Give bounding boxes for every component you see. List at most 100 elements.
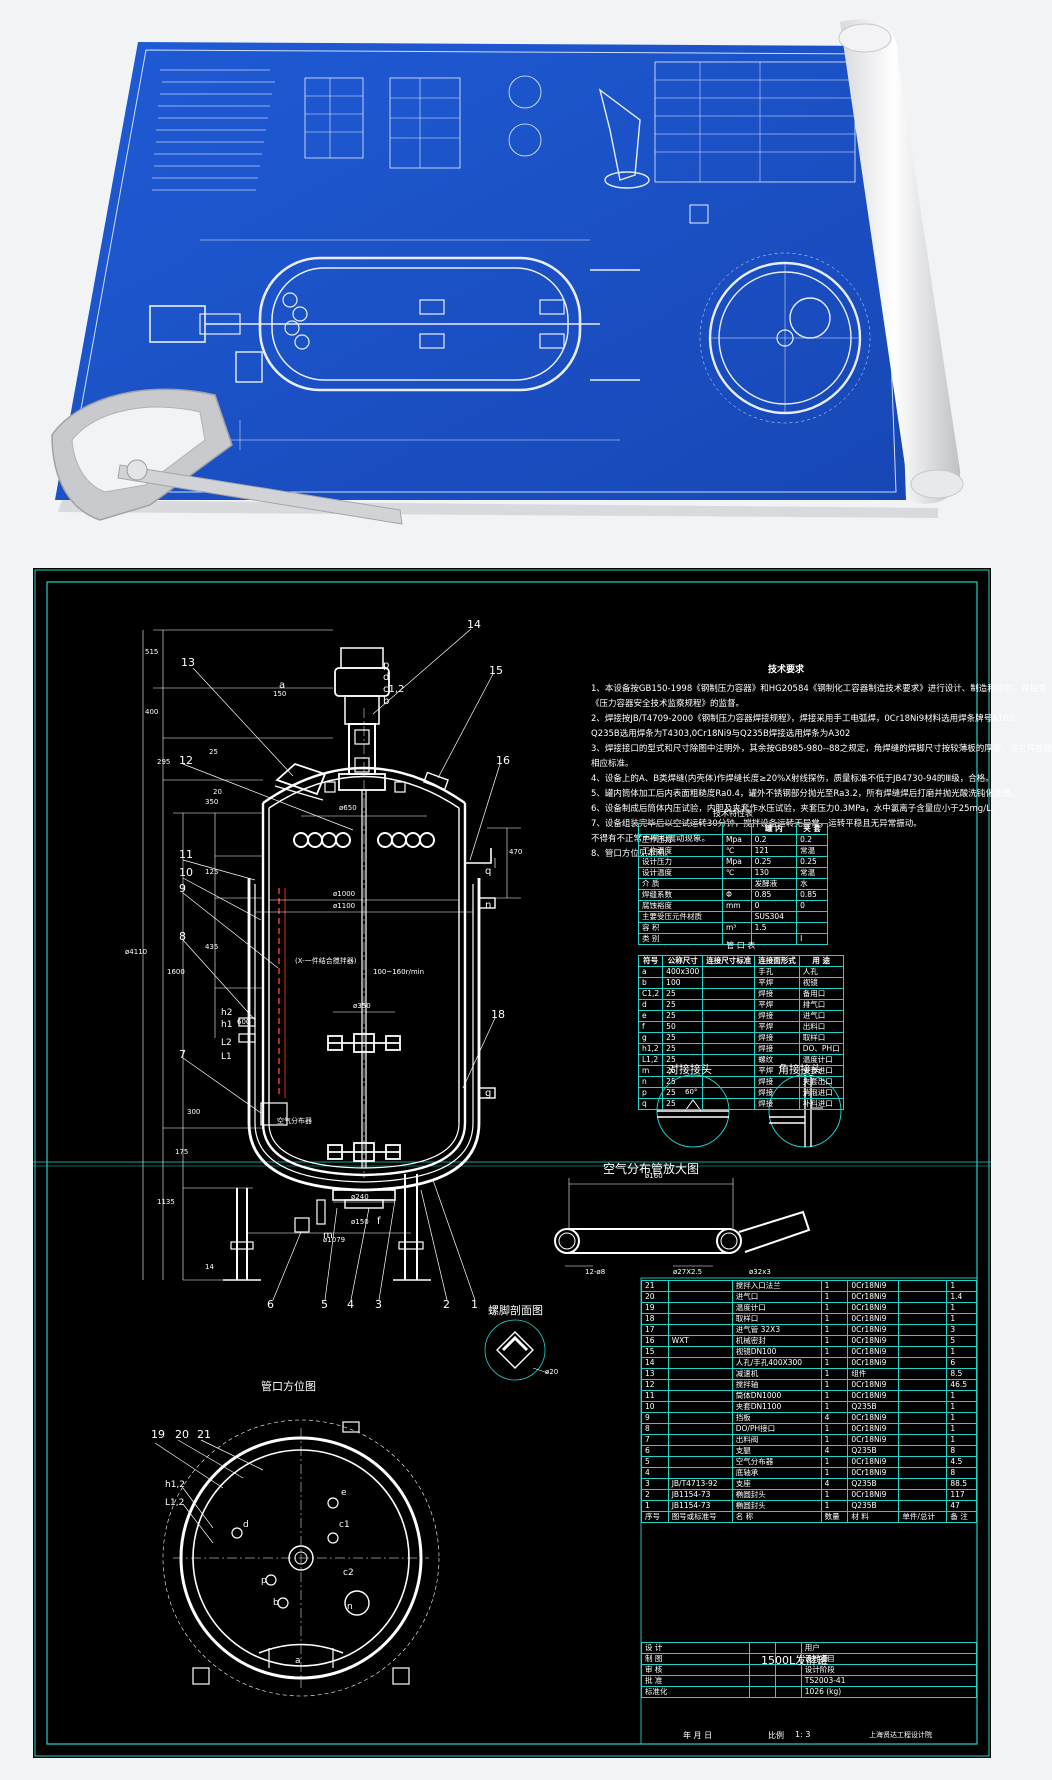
- parts-cell: JB1154-73: [667, 1489, 733, 1501]
- parts-cell: 0Cr18Ni9: [847, 1335, 900, 1347]
- nozzle-cell: [702, 1043, 756, 1055]
- parts-cell: 4.5: [946, 1456, 977, 1468]
- callout-number: 4: [347, 1298, 354, 1311]
- parts-footer-header: 材 料: [847, 1511, 900, 1523]
- parts-footer-header: 图号或标准号: [667, 1511, 733, 1523]
- scale-value: 1: 3: [795, 1730, 811, 1739]
- parts-cell: 筒体DN1000: [731, 1390, 822, 1402]
- parts-cell: 15: [641, 1346, 669, 1358]
- nozzle-cell: 25: [662, 1043, 704, 1055]
- parts-cell: 1: [820, 1456, 849, 1468]
- nozzle-cell: [702, 966, 756, 978]
- tech-char-cell: m³: [721, 922, 752, 934]
- parts-cell: 1: [946, 1302, 977, 1314]
- parts-cell: 视镜DN100: [731, 1346, 822, 1358]
- parts-cell: 支座: [731, 1478, 822, 1490]
- parts-cell: 1: [946, 1390, 977, 1402]
- nozzle-cell: 取样口: [798, 1032, 844, 1044]
- parts-footer-header: 名 称: [731, 1511, 822, 1523]
- dimension-label: 150: [273, 690, 287, 698]
- nozzle-letter: q: [485, 866, 492, 877]
- parts-cell: 3: [641, 1478, 669, 1490]
- tech-char-header: 罐 内: [750, 823, 798, 835]
- parts-cell: 7: [641, 1434, 669, 1446]
- parts-cell: 1: [820, 1313, 849, 1325]
- air-sparger-dim-1: ø160: [645, 1172, 663, 1180]
- parts-cell: 5: [946, 1335, 977, 1347]
- parts-cell: 取样口: [731, 1313, 822, 1325]
- tech-char-cell: Φ: [721, 889, 752, 901]
- title-block-cell: 批 准: [640, 1675, 751, 1687]
- tech-char-cell: 类 别: [638, 933, 723, 945]
- parts-cell: 0Cr18Ni9: [847, 1302, 900, 1314]
- parts-cell: [667, 1357, 733, 1369]
- nozzle-letter: b: [383, 696, 390, 707]
- parts-cell: 1: [946, 1401, 977, 1413]
- protractor-icon: [51, 388, 403, 525]
- dimension-label: 400: [145, 708, 159, 716]
- parts-cell: [898, 1346, 948, 1358]
- callout-number: 12: [179, 754, 193, 767]
- nozzle-cell: [702, 1087, 756, 1099]
- parts-cell: 椭圆封头: [731, 1500, 822, 1512]
- title-block-cell: [749, 1675, 777, 1687]
- parts-cell: 搅拌轴: [731, 1379, 822, 1391]
- nozzle-cell: [702, 999, 756, 1011]
- blueprint-sheet: [55, 42, 906, 500]
- parts-cell: 2: [641, 1489, 669, 1501]
- tech-requirement-line: 1、本设备按GB150-1998《钢制压力容器》和HG20584《钢制化工容器制…: [591, 684, 1047, 694]
- tech-char-header: 夹 套: [796, 823, 828, 835]
- parts-cell: 4: [820, 1445, 849, 1457]
- nozzle-cell: 25: [662, 1065, 704, 1077]
- parts-cell: [898, 1401, 948, 1413]
- parts-cell: 出料阀: [731, 1434, 822, 1446]
- dimension-label: 125: [205, 868, 219, 876]
- parts-cell: 椭圆封头: [731, 1489, 822, 1501]
- tech-requirement-line: 6、设备制成后筒体内压试验，内胆及夹套作水压试验，夹套压力0.3MPa，水中氯离…: [591, 804, 1000, 814]
- dimension-label: ø1079: [323, 1236, 346, 1244]
- parts-cell: [898, 1489, 948, 1501]
- nozzle-header: 连接尺寸标准: [702, 955, 756, 967]
- parts-cell: 1: [820, 1357, 849, 1369]
- parts-cell: 1: [820, 1324, 849, 1336]
- nozzle-cell: 进气口: [798, 1010, 844, 1022]
- parts-cell: WXT: [667, 1335, 733, 1347]
- parts-footer-header: 数量: [820, 1511, 849, 1523]
- parts-cell: 4: [641, 1467, 669, 1479]
- callout-number: 15: [489, 664, 503, 677]
- parts-cell: 进气管 32X3: [731, 1324, 822, 1336]
- parts-cell: 1: [820, 1467, 849, 1479]
- callout-number: 7: [179, 1048, 186, 1061]
- nozzle-letter: d: [383, 672, 390, 683]
- nozzle-cell: 焊接: [754, 988, 800, 1000]
- parts-cell: 1: [946, 1346, 977, 1358]
- orientation-nozzle: h1,2: [165, 1480, 186, 1490]
- dimension-label: 470: [509, 848, 523, 856]
- parts-cell: 0Cr18Ni9: [847, 1313, 900, 1325]
- title-block-cell: [775, 1675, 802, 1687]
- dimension-label: ø240: [351, 1193, 369, 1201]
- nozzle-cell: C1,2: [637, 988, 664, 1000]
- nozzle-cell: 25: [662, 1032, 704, 1044]
- air-sparger-dim-4: ø32x3: [749, 1268, 771, 1276]
- tech-char-cell: ℃: [721, 845, 752, 857]
- nozzle-letter: p: [383, 660, 390, 671]
- parts-cell: [667, 1302, 733, 1314]
- tech-char-header: [638, 823, 723, 835]
- nozzle-cell: L1,2: [637, 1054, 664, 1066]
